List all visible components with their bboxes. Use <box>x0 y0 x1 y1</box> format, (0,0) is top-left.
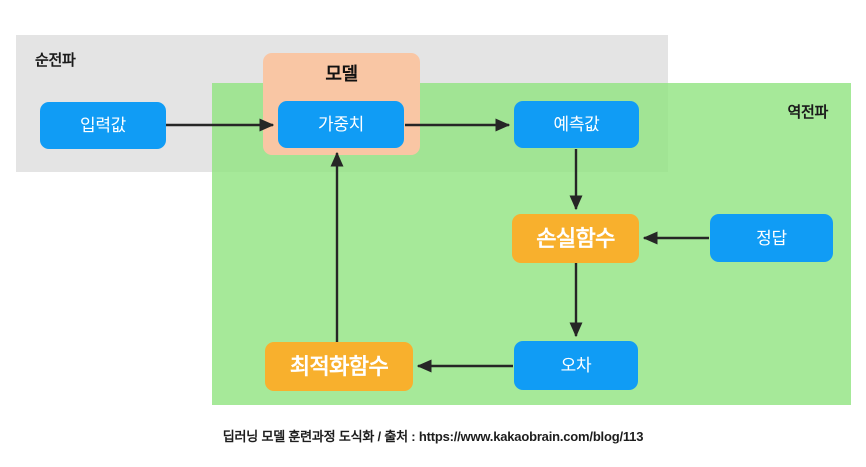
node-input[interactable]: 입력값 <box>40 102 166 149</box>
node-weight[interactable]: 가중치 <box>278 101 404 148</box>
backward-propagation-label: 역전파 <box>787 104 828 121</box>
node-loss-function[interactable]: 손실함수 <box>512 214 639 263</box>
node-error[interactable]: 오차 <box>514 341 638 390</box>
forward-propagation-label: 순전파 <box>35 52 76 69</box>
node-optimizer[interactable]: 최적화함수 <box>265 342 413 391</box>
node-ground-truth[interactable]: 정답 <box>710 214 833 262</box>
node-prediction[interactable]: 예측값 <box>514 101 639 148</box>
diagram-caption: 딥러닝 모델 훈련과정 도식화 / 출처 : https://www.kakao… <box>222 429 644 444</box>
model-group-title: 모델 <box>325 64 358 84</box>
